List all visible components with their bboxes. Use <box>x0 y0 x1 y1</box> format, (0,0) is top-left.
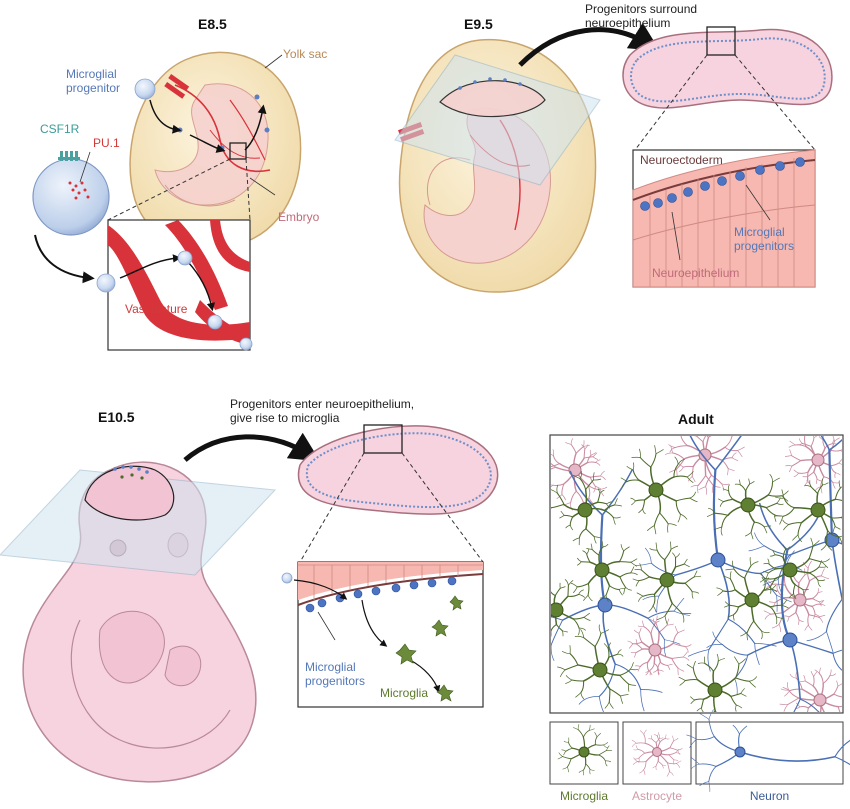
microglia-soma <box>707 682 723 698</box>
astrocyte-soma <box>811 453 825 467</box>
stage-title-e85: E8.5 <box>198 16 227 32</box>
microglia-cell <box>774 478 842 551</box>
legend-neuron-icon <box>686 709 850 792</box>
microglia-cell <box>716 557 789 641</box>
stage-title-e105: E10.5 <box>98 409 135 425</box>
label-microglial-progenitors-e95-line1: Microglial <box>734 225 785 239</box>
e95-section <box>622 28 833 109</box>
label-microglial-progenitors-e95-line2: progenitors <box>734 239 795 253</box>
csf1r-receptor-icon <box>58 151 80 161</box>
neuron-soma <box>710 552 726 568</box>
e95-progenitor-row <box>640 157 805 211</box>
microglia-cell <box>759 537 830 600</box>
microglia-cell <box>678 653 757 712</box>
label-enter-line2: give rise to microglia <box>230 411 340 425</box>
adult-panel <box>549 434 850 792</box>
e105-panel <box>0 424 499 783</box>
microglia-cell <box>706 474 789 540</box>
microglia-soma <box>740 497 756 513</box>
microglia-soma <box>551 602 564 618</box>
astrocyte-cell <box>551 438 608 511</box>
label-neuroepithelium: Neuroepithelium <box>652 266 740 280</box>
e85-panel <box>32 51 302 351</box>
label-microglial-progenitor-line2: progenitor <box>66 81 121 95</box>
label-pu1: PU.1 <box>93 136 120 150</box>
label-vasculature: Vasculature <box>125 302 188 316</box>
progenitor-cell <box>32 158 110 236</box>
e105-section <box>297 425 499 515</box>
label-yolk-sac: Yolk sac <box>283 47 328 61</box>
pu1-dots <box>68 181 90 200</box>
label-csf1r: CSF1R <box>40 122 80 136</box>
astrocyte-soma <box>793 593 807 607</box>
microglia-soma <box>659 572 675 588</box>
legend-astrocyte-icon <box>631 729 683 777</box>
microglia-cell <box>632 541 702 625</box>
label-microglial-progenitors-e105-line2: progenitors <box>305 674 366 688</box>
label-surround-line1: Progenitors surround <box>585 2 698 16</box>
e95-cell-columns <box>649 158 795 287</box>
neuron-soma <box>597 597 613 613</box>
e105-microglia-icons <box>395 595 464 702</box>
legend-label-astrocyte: Astrocyte <box>631 789 682 803</box>
legend-microglia-icon <box>557 724 613 776</box>
astrocyte-soma <box>698 448 712 462</box>
microglia-cell <box>551 579 591 637</box>
microglia-soma <box>577 502 593 518</box>
legend-cells <box>557 709 850 792</box>
label-microglial-progenitors-e105-line1: Microglial <box>305 660 356 674</box>
label-surround-line2: neuroepithelium <box>585 16 671 30</box>
microglia-soma <box>744 592 760 608</box>
astrocyte-soma <box>813 693 827 707</box>
e105-glass-slice <box>0 469 277 576</box>
label-enter-line1: Progenitors enter neuroepithelium, <box>230 397 415 411</box>
astrocyte-cell <box>763 560 829 633</box>
label-microglial-progenitor-line1: Microglial <box>66 67 117 81</box>
e95-panel <box>394 22 833 293</box>
stage-title-e95: E9.5 <box>464 16 493 32</box>
microglia-soma <box>594 562 610 578</box>
e95-glass-slice <box>394 54 601 186</box>
label-embryo: Embryo <box>278 210 320 224</box>
microglia-soma <box>592 662 608 678</box>
astrocyte-cell <box>784 436 842 494</box>
neuron-soma <box>782 632 798 648</box>
microglia-cell <box>557 624 639 709</box>
e85-zoom-box <box>229 142 247 160</box>
microglia-cell <box>620 445 698 535</box>
legend-microglia-soma <box>578 746 590 758</box>
legend-label-microglia: Microglia <box>559 789 608 803</box>
astrocyte-cell <box>779 667 842 712</box>
legend-neuron-soma <box>734 746 746 758</box>
label-neuroectoderm: Neuroectoderm <box>640 153 723 167</box>
microglia-cell <box>570 541 638 602</box>
adult-cells <box>551 436 842 712</box>
e105-zoom-box <box>363 424 403 454</box>
legend-label-neuron: Neuron <box>749 789 790 803</box>
label-microglia-inset: Microglia <box>380 686 429 700</box>
microglia-soma <box>810 502 826 518</box>
legend-neuron-box <box>695 721 844 785</box>
astrocyte-soma <box>648 643 662 657</box>
stage-title-adult: Adult <box>678 411 714 427</box>
legend-astrocyte-soma <box>652 747 662 757</box>
microglial-progenitor-ball <box>134 78 156 100</box>
microglia-soma <box>648 482 664 498</box>
e95-zoom-box <box>706 26 736 56</box>
microglia-cell <box>551 470 622 546</box>
microglia-soma <box>782 562 798 578</box>
